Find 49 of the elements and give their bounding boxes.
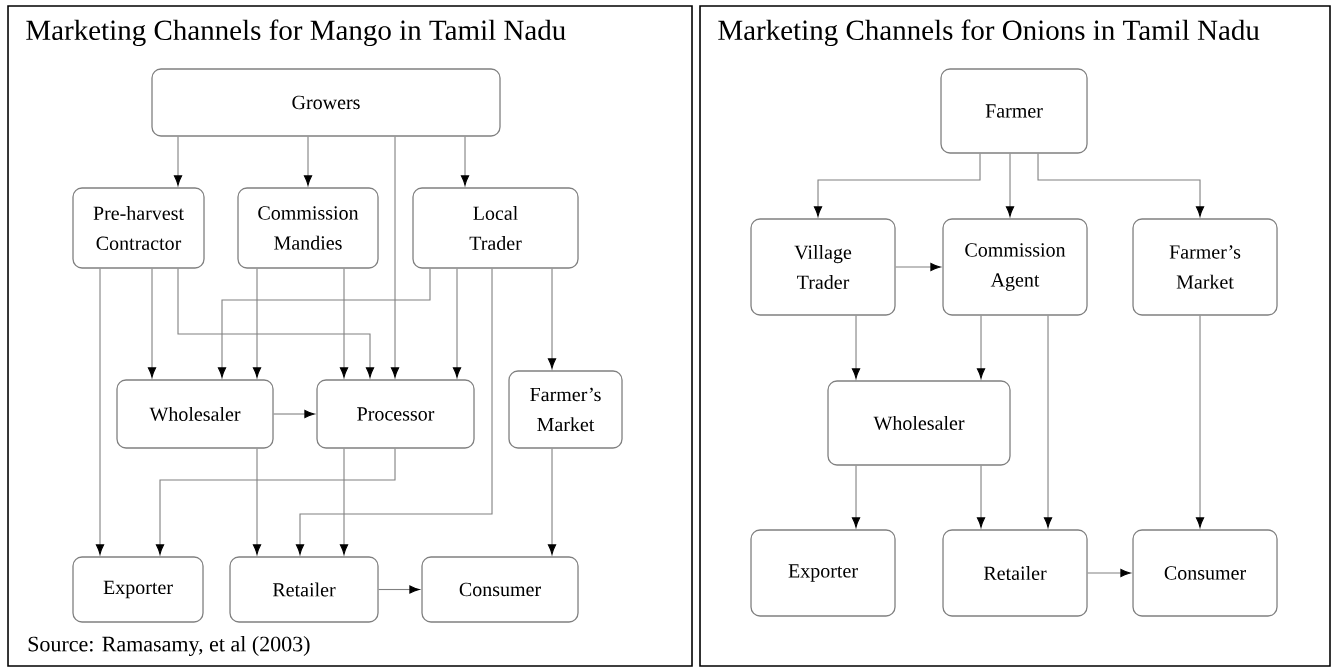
arrow [895, 262, 941, 272]
channel-box: Processor [316, 379, 475, 449]
source-note: Source: Ramasamy, et al (2003) [28, 636, 310, 656]
arrow [217, 268, 431, 378]
channel-box: Retailer [942, 529, 1088, 617]
arrow [1043, 315, 1053, 528]
channel-box: Exporter [750, 529, 896, 617]
arrow [303, 136, 313, 186]
arrow [147, 268, 157, 378]
arrow [173, 136, 183, 186]
channel-box: Commission Agent [942, 218, 1088, 316]
arrow [95, 268, 105, 555]
channel-box: Retailer [229, 556, 379, 623]
arrow [813, 153, 981, 217]
arrow [339, 448, 349, 555]
channel-box: Farmer’s Market [508, 370, 623, 449]
channel-box: Village Trader [750, 218, 896, 316]
channel-box: Exporter [72, 556, 204, 623]
channel-box: Local Trader [412, 187, 579, 269]
channel-box: Consumer [1132, 529, 1278, 617]
arrow [547, 448, 557, 555]
arrow [155, 448, 396, 555]
arrow [976, 315, 986, 379]
arrow [390, 136, 400, 378]
channel-box: Pre-harvest Contractor [72, 187, 205, 269]
channel-box: Farmer’s Market [1132, 218, 1278, 316]
channel-box: Wholesaler [116, 379, 274, 449]
arrow [252, 268, 262, 378]
channel-box: Wholesaler [827, 380, 1011, 466]
arrow [177, 268, 375, 378]
arrow [273, 409, 315, 419]
arrow [851, 465, 861, 528]
arrow [295, 268, 493, 555]
arrow [1195, 315, 1205, 528]
arrow [460, 136, 470, 186]
arrow [1087, 568, 1131, 578]
arrow [851, 315, 861, 379]
arrow [976, 465, 986, 528]
channel-box: Growers [151, 68, 501, 137]
channel-box: Consumer [421, 556, 579, 623]
arrow [378, 585, 420, 594]
arrow [252, 448, 262, 555]
arrow [339, 268, 349, 378]
arrow [1037, 153, 1205, 217]
arrow [547, 268, 557, 369]
channel-box: Farmer [940, 68, 1088, 154]
arrow [452, 268, 462, 378]
channel-box: Commission Mandies [237, 187, 379, 269]
arrow [1005, 153, 1015, 217]
